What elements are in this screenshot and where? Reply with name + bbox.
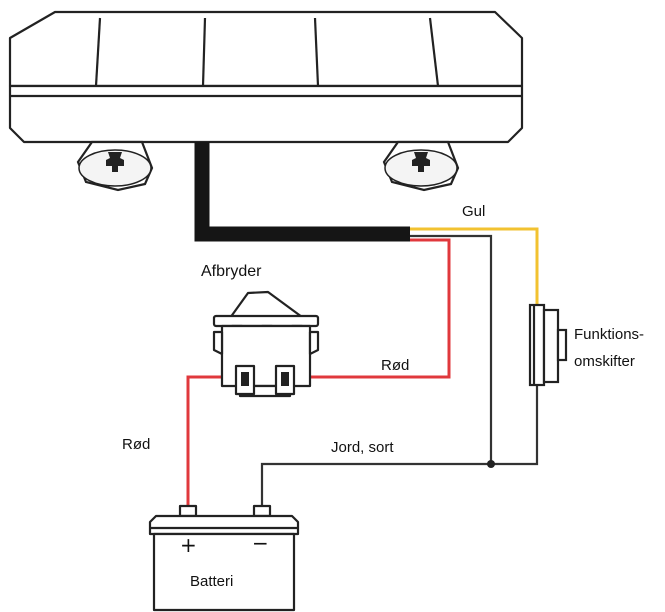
function-switch-ground-wire — [491, 385, 539, 466]
red-wire-right — [286, 238, 451, 379]
label-function-switch-line2: omskifter — [574, 353, 635, 370]
battery-terminal-plus — [178, 504, 198, 518]
battery — [148, 504, 300, 612]
function-switch — [528, 303, 568, 387]
light-bar-base — [8, 84, 524, 144]
light-bar-segment-line — [94, 17, 102, 87]
light-bar-segment-line — [428, 17, 440, 87]
ground-wire — [260, 462, 491, 506]
magnet-foot-right — [382, 140, 460, 192]
label-red-wire-right: Rød — [381, 357, 409, 374]
label-red-wire-left: Rød — [122, 436, 150, 453]
rocker-switch-bezel — [212, 314, 320, 328]
red-wire-left — [186, 375, 243, 506]
light-bar — [8, 10, 524, 144]
label-function-switch-line1: Funktions- — [574, 326, 644, 343]
light-bar-segment-line — [313, 17, 320, 87]
battery-plus-symbol: + — [180, 533, 197, 557]
light-bar-cover — [8, 10, 524, 88]
label-switch: Afbryder — [201, 263, 262, 280]
rocker-switch — [212, 290, 320, 398]
battery-minus-symbol: − — [252, 531, 269, 555]
black-wire — [410, 234, 493, 464]
label-yellow-wire: Gul — [462, 203, 485, 220]
battery-body — [152, 532, 296, 612]
light-bar-segment-line — [201, 17, 207, 87]
ground-junction — [487, 460, 495, 468]
label-battery: Batteri — [190, 573, 233, 590]
main-cable — [194, 142, 410, 242]
battery-terminal-minus — [252, 504, 272, 518]
magnet-foot-left — [76, 140, 154, 192]
battery-lid — [148, 514, 300, 536]
yellow-wire — [410, 227, 539, 305]
label-ground-wire: Jord, sort — [331, 439, 394, 456]
rocker-switch-rocker — [228, 290, 304, 320]
